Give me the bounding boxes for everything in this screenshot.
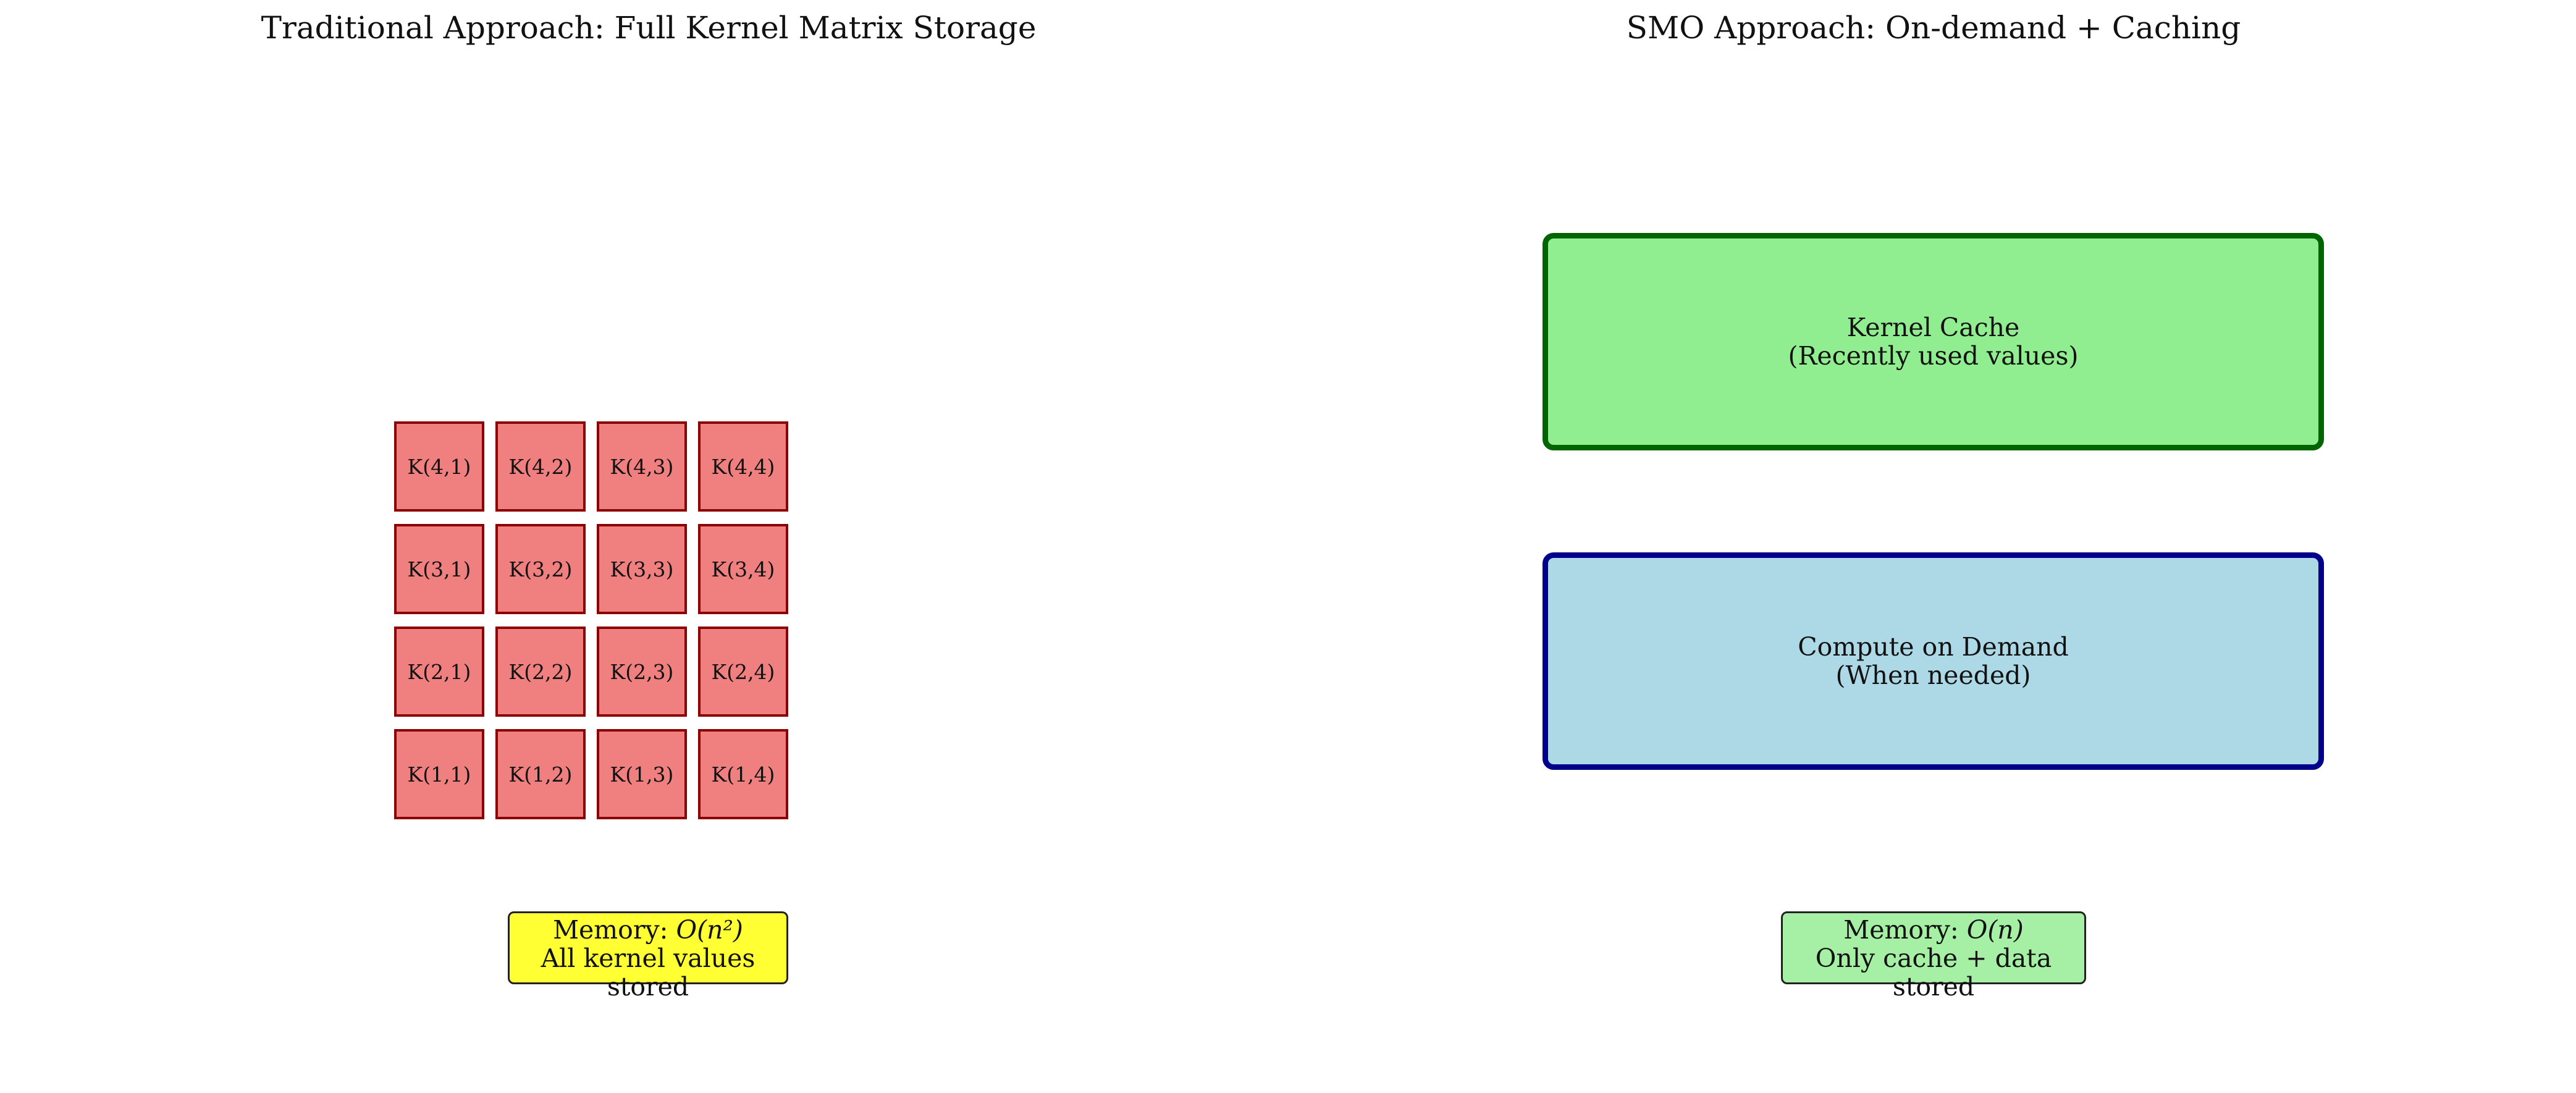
matrix-cell: K(4,1) [394, 421, 484, 512]
compute-on-demand-title: Compute on Demand [1798, 632, 2069, 662]
kernel-matrix-grid: K(4,1)K(4,2)K(4,3)K(4,4)K(3,1)K(3,2)K(3,… [394, 421, 791, 822]
memory-badge-traditional: Memory: O(n²) All kernel values stored [508, 911, 788, 1001]
memory-label: Memory: [553, 915, 676, 945]
matrix-cell: K(2,2) [495, 627, 586, 717]
matrix-cell: K(3,3) [597, 524, 687, 614]
kernel-cache-subtitle: (Recently used values) [1788, 341, 2079, 371]
left-panel-title: Traditional Approach: Full Kernel Matrix… [261, 10, 1037, 46]
matrix-cell: K(4,3) [597, 421, 687, 512]
memory-detail: All kernel values stored [541, 943, 756, 1002]
matrix-cell: K(1,3) [597, 729, 687, 819]
matrix-cell: K(1,2) [495, 729, 586, 819]
memory-badge-smo: Memory: O(n) Only cache + data stored [1781, 911, 2086, 1001]
memory-complexity: O(n) [1966, 915, 2024, 945]
right-panel-title: SMO Approach: On-demand + Caching [1626, 10, 2241, 46]
matrix-cell: K(3,2) [495, 524, 586, 614]
kernel-cache-title: Kernel Cache [1846, 313, 2020, 342]
memory-detail: Only cache + data stored [1815, 943, 2052, 1002]
memory-complexity: O(n²) [676, 915, 743, 945]
matrix-cell: K(2,1) [394, 627, 484, 717]
matrix-cell: K(2,4) [698, 627, 788, 717]
matrix-cell: K(4,2) [495, 421, 586, 512]
kernel-cache-box: Kernel Cache (Recently used values) [1543, 233, 2324, 450]
matrix-cell: K(1,4) [698, 729, 788, 819]
memory-label: Memory: [1843, 915, 1967, 945]
compute-on-demand-box: Compute on Demand (When needed) [1543, 552, 2324, 770]
matrix-cell: K(2,3) [597, 627, 687, 717]
matrix-cell: K(3,4) [698, 524, 788, 614]
matrix-cell: K(4,4) [698, 421, 788, 512]
matrix-cell: K(1,1) [394, 729, 484, 819]
compute-on-demand-subtitle: (When needed) [1835, 660, 2031, 690]
matrix-cell: K(3,1) [394, 524, 484, 614]
